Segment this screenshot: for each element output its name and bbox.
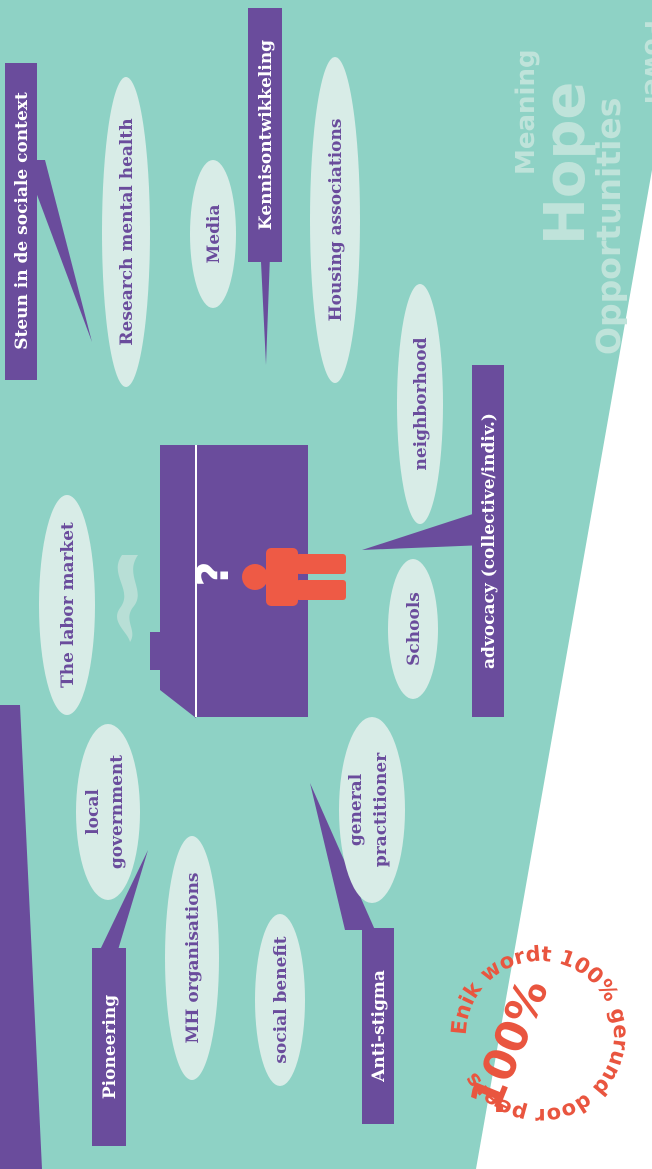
bubble-mh-organisations: MH organisations	[165, 836, 219, 1080]
bubble-local-government-text-1: local	[83, 789, 103, 835]
bubble-mh-organisations-text: MH organisations	[183, 873, 203, 1044]
bubble-housing: Housing associations	[310, 57, 360, 383]
bubble-media-text: Media	[204, 205, 224, 264]
bubble-local-government: local government	[76, 724, 140, 900]
bubble-social-benefit: social benefit	[255, 914, 305, 1086]
bubble-research-text: Research mental health	[117, 118, 137, 345]
bubble-research: Research mental health	[102, 77, 150, 387]
label-kennis: Kennisontwikkeling	[248, 8, 282, 262]
label-steun: Steun in de sociale context	[5, 63, 37, 380]
label-anti-stigma: Anti-stigma	[362, 928, 394, 1124]
bubble-media: Media	[190, 160, 236, 308]
bubble-housing-text: Housing associations	[326, 119, 346, 322]
label-advocacy-text: advocacy (collective/indiv.)	[479, 413, 499, 669]
label-pioneering: Pioneering	[92, 948, 126, 1146]
house-chimney	[150, 632, 164, 670]
label-anti-stigma-text: Anti-stigma	[369, 970, 389, 1083]
label-pioneering-text: Pioneering	[100, 995, 120, 1099]
bubble-schools: Schools	[388, 559, 438, 699]
word-opportunities: Opportunities	[589, 98, 628, 355]
bubble-general-practitioner: general practitioner	[339, 717, 405, 903]
question-mark: ?	[188, 561, 239, 587]
word-power: Power	[639, 20, 652, 109]
bubble-general-practitioner-text-1: general	[346, 773, 366, 846]
label-steun-text: Steun in de sociale context	[12, 92, 32, 350]
label-kennis-text: Kennisontwikkeling	[256, 40, 276, 230]
bubble-general-practitioner-text-2: practitioner	[371, 752, 391, 867]
bubble-local-government-text-2: government	[107, 755, 127, 869]
bubble-schools-text: Schools	[404, 592, 424, 666]
stamp-dot: .	[492, 1076, 507, 1122]
bubble-neighborhood-text: neighborhood	[411, 337, 431, 470]
label-advocacy: advocacy (collective/indiv.)	[472, 365, 504, 717]
bubble-labor-market-text: The labor market	[58, 522, 78, 688]
bubble-labor-market: The labor market	[39, 495, 95, 715]
bubble-social-benefit-text: social benefit	[271, 936, 291, 1063]
bubble-neighborhood: neighborhood	[397, 284, 443, 524]
